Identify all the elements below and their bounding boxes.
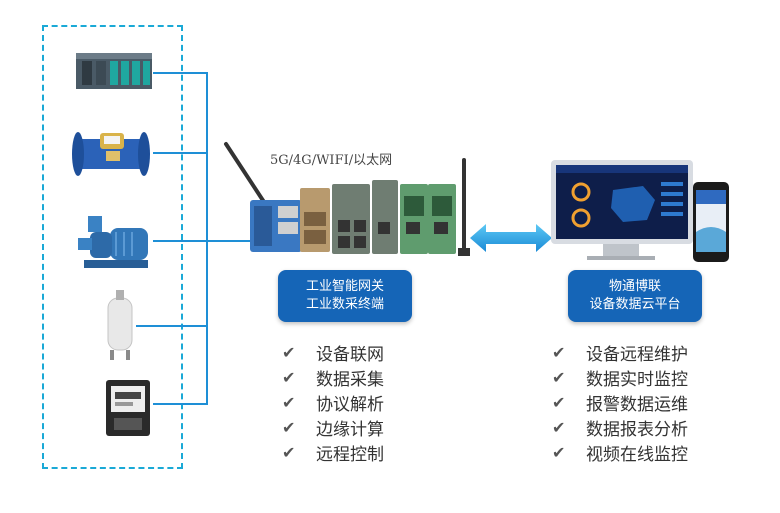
connector-water-meter	[153, 152, 207, 154]
check-icon: ✔	[282, 418, 296, 437]
cloud-label-box: 物通博联 设备数据云平台	[568, 270, 702, 322]
check-icon: ✔	[552, 368, 566, 387]
list-item: ✔数据实时监控	[552, 368, 688, 390]
connector-pump	[153, 240, 207, 242]
list-item: ✔数据采集	[282, 368, 384, 390]
connector-to-gateway	[206, 240, 254, 242]
list-item: ✔远程控制	[282, 443, 384, 465]
list-item: ✔报警数据运维	[552, 393, 688, 415]
check-icon: ✔	[552, 418, 566, 437]
list-item: ✔视频在线监控	[552, 443, 688, 465]
water-meter-icon	[72, 132, 150, 176]
check-icon: ✔	[282, 443, 296, 462]
network-type-label: 5G/4G/WIFI/以太网	[270, 153, 393, 168]
list-item: ✔协议解析	[282, 393, 384, 415]
list-item: ✔数据报表分析	[552, 418, 688, 440]
list-item: ✔设备远程维护	[552, 343, 688, 365]
check-icon: ✔	[552, 343, 566, 362]
gas-tank-icon	[107, 290, 133, 360]
connector-meter	[153, 403, 207, 405]
gateway-label-line2: 工业数采终端	[305, 297, 384, 312]
gateway-label-line1: 工业智能网关	[305, 279, 384, 294]
gateway-label-box: 工业智能网关 工业数采终端	[278, 270, 412, 322]
cloud-label-line2: 设备数据云平台	[589, 297, 681, 312]
connector-plc	[153, 72, 207, 74]
check-icon: ✔	[282, 393, 296, 412]
cloud-platform-image	[551, 160, 729, 262]
bidirectional-arrow-icon	[470, 224, 552, 252]
check-icon: ✔	[282, 343, 296, 362]
list-item: ✔边缘计算	[282, 418, 384, 440]
plc-icon	[76, 53, 152, 89]
device-group-border	[42, 25, 183, 469]
check-icon: ✔	[282, 368, 296, 387]
check-icon: ✔	[552, 393, 566, 412]
cloud-label-line1: 物通博联	[608, 279, 661, 294]
list-item: ✔设备联网	[282, 343, 384, 365]
connector-trunk	[206, 72, 208, 405]
electric-meter-icon	[106, 380, 150, 436]
gateway-feature-list: ✔设备联网 ✔数据采集 ✔协议解析 ✔边缘计算 ✔远程控制	[282, 340, 384, 465]
cloud-feature-list: ✔设备远程维护 ✔数据实时监控 ✔报警数据运维 ✔数据报表分析 ✔视频在线监控	[552, 340, 688, 465]
water-pump-icon	[78, 216, 148, 268]
check-icon: ✔	[552, 443, 566, 462]
gateway-devices-image	[224, 142, 470, 256]
connector-tank	[136, 325, 207, 327]
